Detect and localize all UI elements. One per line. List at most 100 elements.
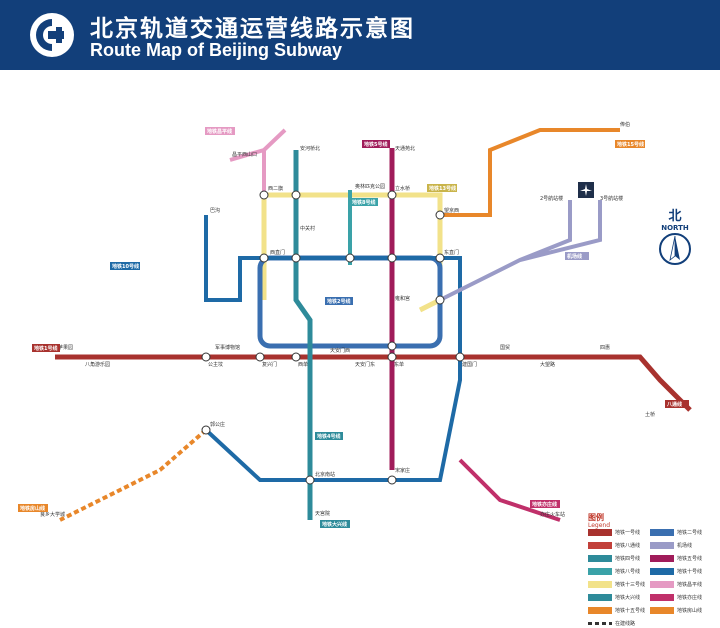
line-tag-yizhuang: 地铁亦庄线 xyxy=(530,500,560,508)
legend-item: 地铁十五号线 xyxy=(588,606,650,615)
airport-path xyxy=(439,200,602,302)
legend-item: 在建线路 xyxy=(588,619,650,628)
subway-map: 西直门 东直门 复兴门 西单 东单 建国门 天安门西 天安门东 苹果园 八角游乐… xyxy=(0,70,720,627)
svg-text:八通线: 八通线 xyxy=(666,401,682,408)
line-tag-line5: 地铁5号线 xyxy=(362,140,390,148)
station-label: 昌平西山口 xyxy=(232,151,257,158)
station-label: 军事博物馆 xyxy=(215,344,240,351)
station-label: 安河桥北 xyxy=(300,145,320,152)
fangshan-path xyxy=(59,428,208,522)
station-label: 亦庄火车站 xyxy=(540,511,565,518)
line-tag-changping: 地铁昌平线 xyxy=(205,127,235,135)
compass-arrow-icon xyxy=(659,233,691,265)
station-label: 中关村 xyxy=(300,225,315,232)
station-label: 俸伯 xyxy=(620,121,630,128)
station-label: 公主坟 xyxy=(208,361,223,368)
line-tag-line2: 地铁2号线 xyxy=(325,297,353,305)
svg-text:地铁8号线: 地铁8号线 xyxy=(352,199,375,206)
line-tag-fangshan: 地铁房山线 xyxy=(18,504,48,512)
transfer-stations xyxy=(201,190,465,485)
legend-item: 地铁八通线 xyxy=(588,541,650,550)
line4-path xyxy=(293,150,313,520)
svg-text:地铁5号线: 地铁5号线 xyxy=(364,141,387,148)
station-label: 土桥 xyxy=(645,411,655,418)
line-tag-line13: 地铁13号线 xyxy=(427,184,457,192)
legend-item: 地铁二号线 xyxy=(650,528,710,537)
station-label: 北京南站 xyxy=(315,471,335,478)
compass-label-en: NORTH xyxy=(661,224,689,232)
svg-text:地铁13号线: 地铁13号线 xyxy=(429,185,456,192)
station-label: 望京西 xyxy=(444,207,459,214)
svg-text:地铁10号线: 地铁10号线 xyxy=(112,263,139,270)
station-label: 雍和宫 xyxy=(395,295,410,302)
station-label: 天通苑北 xyxy=(395,145,415,152)
station-label: 八角游乐园 xyxy=(85,361,110,368)
legend-item: 地铁四号线 xyxy=(588,554,650,563)
yizhuang-path xyxy=(458,458,561,522)
station-label: 复兴门 xyxy=(262,361,277,368)
map-title-en: Route Map of Beijing Subway xyxy=(90,40,343,60)
batong-path xyxy=(600,354,692,412)
compass-north: 北 NORTH xyxy=(655,205,695,270)
map-legend: 图例 Legend 地铁一号线 地铁二号线 地铁八通线 机场线 地铁四号线 地铁… xyxy=(588,512,710,627)
station-label: 东单 xyxy=(394,361,404,368)
beijing-subway-logo xyxy=(30,13,74,57)
line-tag-batong: 八通线 xyxy=(665,400,689,408)
legend-item: 地铁昌平线 xyxy=(650,580,710,589)
svg-text:地铁4号线: 地铁4号线 xyxy=(317,433,340,440)
route-map-svg: 西直门 东直门 复兴门 西单 东单 建国门 天安门西 天安门东 苹果园 八角游乐… xyxy=(18,121,692,528)
map-title-cn: 北京轨道交通运营线路示意图 xyxy=(90,16,415,42)
svg-text:地铁2号线: 地铁2号线 xyxy=(327,298,350,305)
changping-path xyxy=(229,128,287,195)
station-label: 奥林匹克公园 xyxy=(355,183,385,190)
station-label: 天安门东 xyxy=(355,361,375,368)
line15-path xyxy=(440,128,620,217)
legend-item: 地铁房山线 xyxy=(650,606,710,615)
line-tag-daxing: 地铁大兴线 xyxy=(320,520,350,528)
svg-text:地铁亦庄线: 地铁亦庄线 xyxy=(532,501,557,508)
legend-item: 地铁大兴线 xyxy=(588,593,650,602)
station-label: 良乡大学城 xyxy=(40,511,65,518)
legend-item: 机场线 xyxy=(650,541,710,550)
station-label: 天宫院 xyxy=(315,510,330,517)
station-label: 大望路 xyxy=(540,361,555,368)
legend-item: 地铁一号线 xyxy=(588,528,650,537)
line-tag-airport: 机场线 xyxy=(565,252,589,260)
legend-item: 地铁八号线 xyxy=(588,567,650,576)
station-label: 西单 xyxy=(298,361,308,368)
subway-logo-icon xyxy=(32,15,72,55)
station-label: 3号航站楼 xyxy=(600,195,623,202)
svg-text:地铁1号线: 地铁1号线 xyxy=(34,345,57,352)
station-label: 国贸 xyxy=(500,344,510,351)
station-label: 2号航站楼 xyxy=(540,195,563,202)
line-tag-line4: 地铁4号线 xyxy=(315,432,343,440)
legend-item: 地铁十号线 xyxy=(650,567,710,576)
station-label: 西直门 xyxy=(270,249,285,256)
header-bar: 北京轨道交通运营线路示意图 Route Map of Beijing Subwa… xyxy=(0,0,720,70)
legend-item: 地铁五号线 xyxy=(650,554,710,563)
station-label: 建国门 xyxy=(462,361,477,368)
station-label: 宋家庄 xyxy=(395,467,410,474)
svg-text:机场线: 机场线 xyxy=(566,253,582,260)
airport-plane-icon xyxy=(578,182,594,198)
station-label: 立水桥 xyxy=(395,185,410,192)
svg-text:地铁昌平线: 地铁昌平线 xyxy=(207,128,232,135)
line-tag-line8: 地铁8号线 xyxy=(350,198,378,206)
legend-title: 图例 xyxy=(588,513,604,522)
station-label: 西二旗 xyxy=(268,185,283,192)
line-tag-line10: 地铁10号线 xyxy=(110,262,140,270)
line-tag-line15: 地铁15号线 xyxy=(615,140,645,148)
station-label: 苹果园 xyxy=(58,344,73,351)
legend-title-en: Legend xyxy=(588,522,611,529)
legend-item: 地铁十三号线 xyxy=(588,580,650,589)
line-tag-line1: 地铁1号线 xyxy=(32,344,60,352)
station-label: 天安门西 xyxy=(330,347,350,354)
station-label: 巴沟 xyxy=(210,207,220,214)
compass-label-cn: 北 xyxy=(668,209,682,224)
line10-path xyxy=(204,215,462,482)
svg-text:地铁大兴线: 地铁大兴线 xyxy=(322,521,347,528)
station-label: 四惠 xyxy=(600,344,610,351)
station-label: 郭公庄 xyxy=(210,421,225,428)
legend-item: 地铁亦庄线 xyxy=(650,593,710,602)
svg-text:地铁房山线: 地铁房山线 xyxy=(20,505,45,512)
